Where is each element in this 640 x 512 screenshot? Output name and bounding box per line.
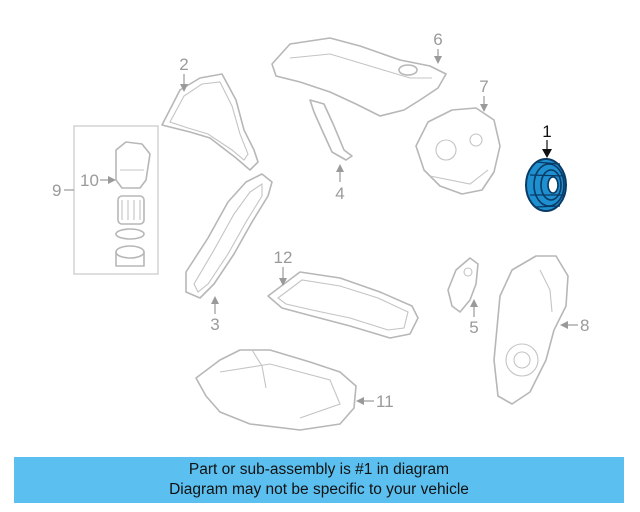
filter-cap [115, 245, 145, 267]
part-5-tensioner[interactable] [447, 257, 479, 313]
part-1-crankshaft-pulley[interactable] [525, 158, 567, 212]
part-7-front-cover[interactable] [415, 107, 501, 195]
part-11-oil-pan[interactable] [195, 349, 357, 431]
callout-label: 4 [335, 184, 344, 203]
banner-line-1: Part or sub-assembly is #1 in diagram [188, 461, 450, 478]
callout-8[interactable]: 8 [560, 316, 589, 335]
callout-label: 3 [210, 315, 219, 334]
parts-diagram: 1 2 3 4 5 6 7 8 9 [52, 30, 589, 431]
callout-label: 12 [274, 248, 293, 267]
info-banner: Part or sub-assembly is #1 in diagram Di… [14, 457, 624, 503]
callout-3[interactable]: 3 [210, 296, 220, 334]
callout-label: 2 [179, 55, 188, 74]
callout-label: 5 [469, 318, 478, 337]
banner-line-2: Diagram may not be specific to your vehi… [169, 481, 469, 498]
callout-12[interactable]: 12 [274, 248, 293, 286]
part-6-valve-cover[interactable] [271, 37, 447, 117]
callout-6[interactable]: 6 [433, 30, 443, 64]
callout-11[interactable]: 11 [356, 392, 394, 411]
callout-label: 9 [52, 181, 61, 200]
filter-o-ring [115, 228, 145, 240]
callout-2[interactable]: 2 [179, 55, 189, 92]
callout-label: 7 [479, 77, 488, 96]
callout-9[interactable]: 9 [52, 181, 74, 200]
callout-7[interactable]: 7 [479, 77, 489, 112]
filter-element [117, 195, 145, 225]
callout-10[interactable]: 10 [80, 171, 116, 190]
part-8-timing-cover[interactable] [493, 255, 569, 405]
part-9-filter-assembly[interactable] [73, 125, 159, 275]
part-10-filter-housing[interactable] [115, 141, 151, 189]
callout-5[interactable]: 5 [469, 299, 479, 337]
callout-label: 6 [433, 30, 442, 49]
part-2-gasket[interactable] [161, 73, 259, 171]
part-12-oil-pan-gasket[interactable] [267, 271, 419, 339]
callout-label: 1 [542, 122, 551, 141]
part-3-gasket[interactable] [185, 173, 273, 299]
callout-4[interactable]: 4 [335, 164, 345, 203]
callout-label: 8 [580, 316, 589, 335]
callout-label: 10 [80, 171, 99, 190]
callout-1[interactable]: 1 [542, 122, 552, 158]
part-4-bracket[interactable] [309, 99, 353, 161]
callout-label: 11 [376, 392, 394, 411]
